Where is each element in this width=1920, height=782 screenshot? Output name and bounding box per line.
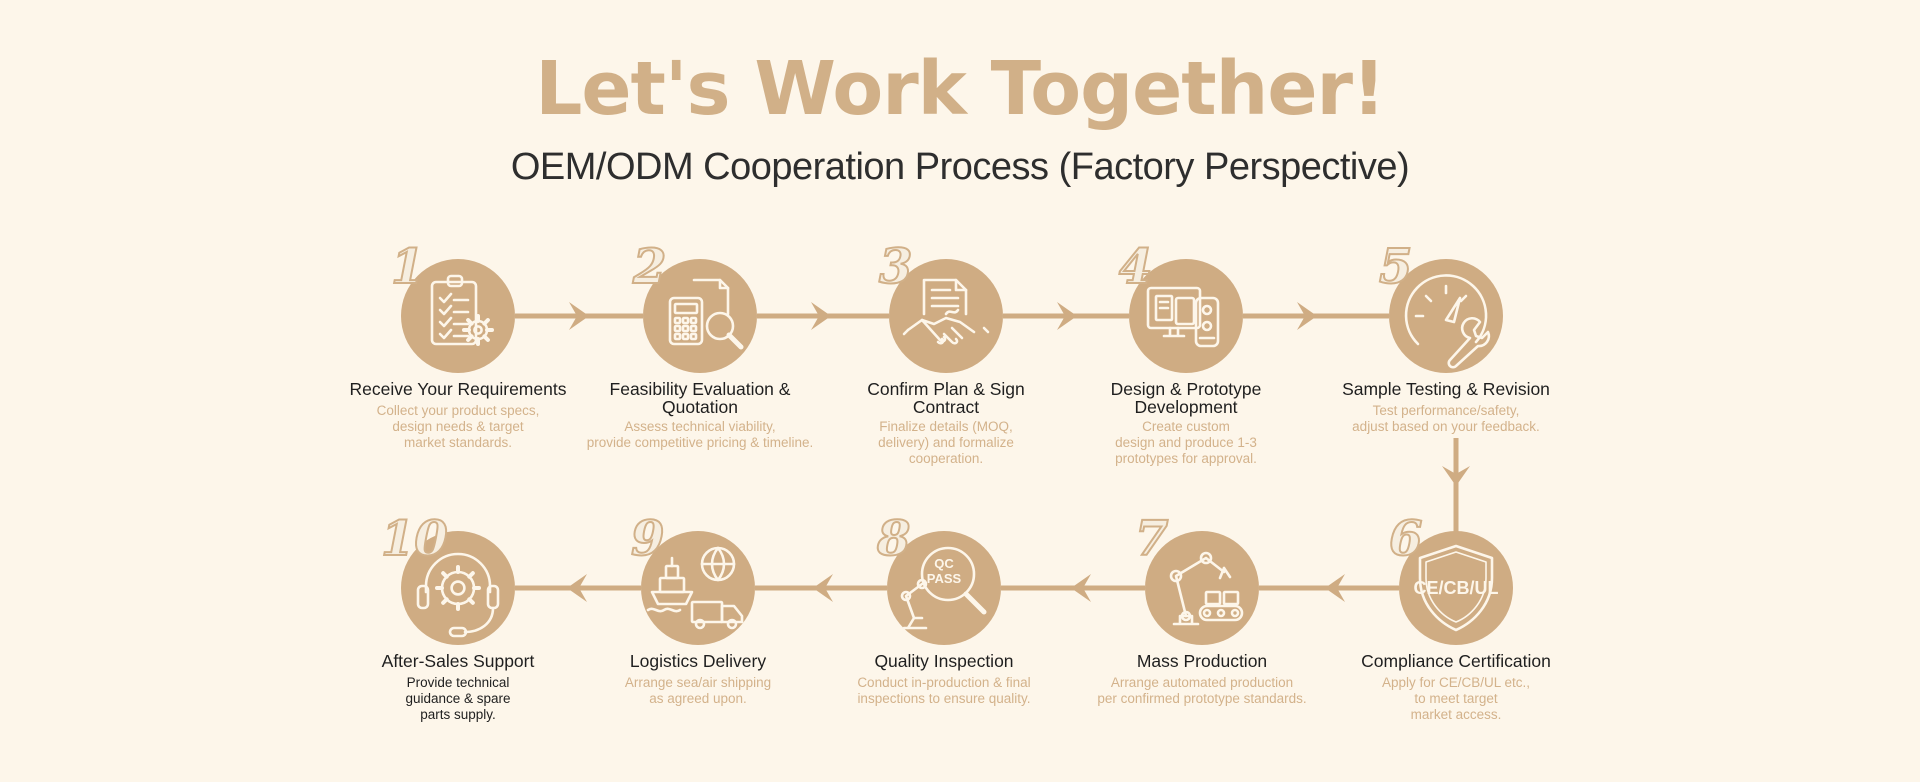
step-description: Collect your product specs, design needs… [376, 403, 540, 450]
step-node: CE/CB/UL [1399, 531, 1513, 645]
step-node [1129, 259, 1243, 373]
step-circle [401, 531, 515, 645]
step-title: Confirm Plan & Sign Contract [867, 379, 1025, 417]
contract-handshake-icon [902, 278, 990, 345]
clipboard-gear-icon [430, 274, 494, 346]
step-number: 10 [380, 511, 449, 567]
step-number: 7 [1134, 511, 1169, 567]
step-number: 3 [878, 239, 913, 295]
step-description: Finalize details (MOQ, delivery) and for… [878, 419, 1014, 466]
step-number: 1 [390, 239, 425, 295]
connector-arrow [1001, 574, 1145, 602]
ship-truck-globe-icon [646, 546, 744, 630]
step-title: Sample Testing & Revision [1342, 379, 1550, 399]
step-badge: CE/CB/UL [1414, 578, 1499, 598]
step-description: Assess technical viability, provide comp… [586, 419, 814, 450]
step-title: Mass Production [1136, 651, 1268, 671]
step-circle [1145, 531, 1259, 645]
connector-arrow [1243, 302, 1389, 330]
step-description: Provide technical guidance & spare parts… [405, 675, 511, 722]
robot-arm-icon [1169, 551, 1244, 626]
step-title: Quality Inspection [874, 651, 1014, 671]
step-title: Receive Your Requirements [349, 379, 567, 399]
svg-text:CE/CB/UL: CE/CB/UL [1414, 578, 1499, 598]
step-number: 8 [876, 511, 911, 567]
step-circle [401, 259, 515, 373]
step-title: Design & Prototype Development [1110, 379, 1262, 417]
step-node [1389, 259, 1503, 373]
svg-text:QC: QC [934, 556, 954, 571]
step-node [401, 259, 515, 373]
step-node [401, 531, 515, 645]
step-number: 6 [1388, 511, 1423, 567]
step-title: Logistics Delivery [629, 651, 767, 671]
step-circle [889, 259, 1003, 373]
headset-gear-icon [416, 552, 500, 638]
step-node [1145, 531, 1259, 645]
step-node [643, 259, 757, 373]
step-title: After-Sales Support [381, 651, 535, 671]
connector-arrow [1003, 302, 1129, 330]
connector-arrow [1259, 574, 1399, 602]
monitor-prototype-icon [1146, 286, 1220, 348]
step-description: Arrange automated production per confirm… [1097, 675, 1307, 706]
step-description: Conduct in-production & final inspection… [857, 675, 1031, 706]
step-number: 5 [1378, 239, 1413, 295]
connector-arrow [755, 574, 887, 602]
page-subtitle: OEM/ODM Cooperation Process (Factory Per… [510, 146, 1410, 188]
connector-arrow [515, 302, 643, 330]
step-description: Test performance/safety, adjust based on… [1352, 403, 1540, 434]
step-description: Arrange sea/air shipping as agreed upon. [624, 675, 772, 706]
step-circle [641, 531, 755, 645]
step-circle [887, 531, 1001, 645]
step-description: Create custom design and produce 1-3 pro… [1115, 419, 1257, 466]
shield-certification-icon: CE/CB/UL [1414, 544, 1499, 632]
gauge-wrench-icon [1404, 274, 1491, 369]
step-description: Apply for CE/CB/UL etc., to meet target … [1381, 675, 1531, 722]
step-title: Compliance Certification [1361, 651, 1551, 671]
step-node [641, 531, 755, 645]
calculator-magnifier-icon [668, 278, 744, 350]
step-number: 2 [632, 239, 667, 295]
step-number: 9 [630, 511, 665, 567]
step-title: Feasibility Evaluation & Quotation [609, 379, 791, 417]
page-title: Let's Work Together! [535, 46, 1386, 132]
step-number: 4 [1118, 239, 1153, 295]
connector-arrow [515, 574, 641, 602]
step-circle [1399, 531, 1513, 645]
step-node [889, 259, 1003, 373]
connector-arrow-down [1442, 438, 1470, 532]
svg-text:PASS: PASS [927, 571, 962, 586]
connector-arrow [757, 302, 889, 330]
